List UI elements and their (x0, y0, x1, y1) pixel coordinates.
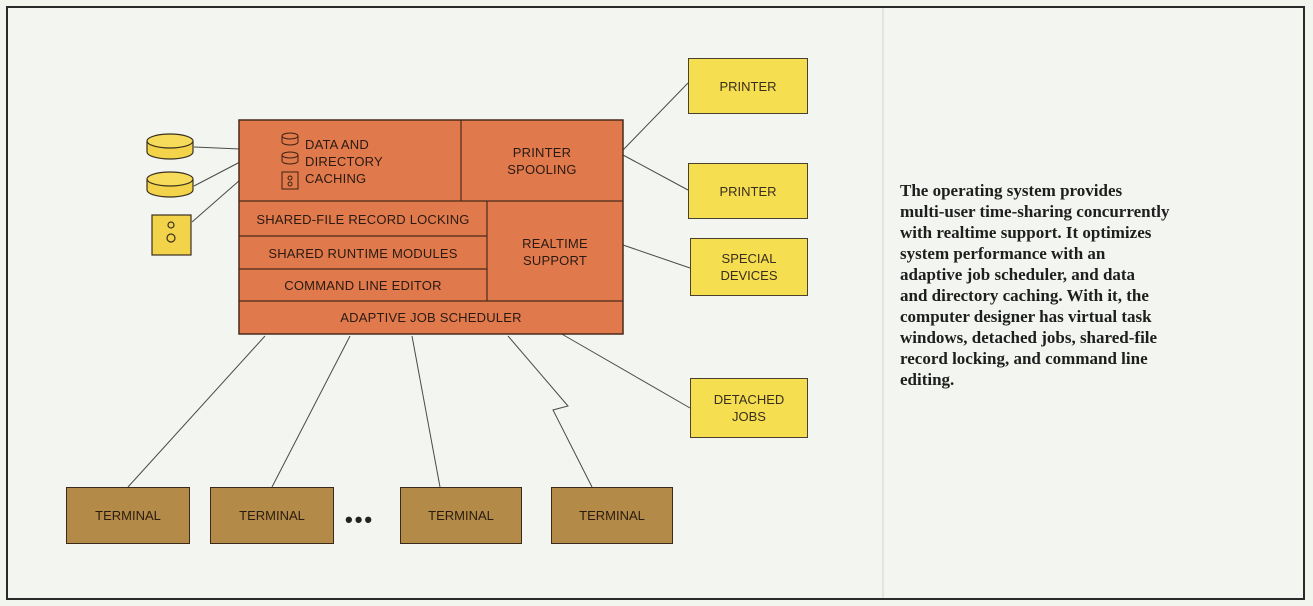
terminal-box: TERMINAL (400, 487, 522, 544)
cartridge-drive-icon (151, 214, 192, 256)
cache-disk-icon (281, 132, 299, 165)
terminal-box: TERMINAL (66, 487, 190, 544)
command-line-editor-label: COMMAND LINE EDITOR (284, 278, 442, 293)
shared-runtime-label: SHARED RUNTIME MODULES (268, 245, 458, 261)
terminal4-connector (507, 335, 593, 488)
disk-drive-icon (146, 171, 194, 198)
cartridge-connector (191, 179, 241, 223)
adaptive-scheduler-label: ADAPTIVE JOB SCHEDULER (340, 310, 522, 325)
printer2-connector (622, 154, 689, 191)
cache-cartridge-icon (281, 171, 299, 190)
os-block (238, 119, 624, 335)
printer-spooling-label: PRINTER SPOOLING (507, 145, 577, 177)
disk2-connector (193, 161, 241, 187)
shared-file-locking-label: SHARED-FILE RECORD LOCKING (256, 211, 470, 227)
realtime-support-label: REALTIME SUPPORT (522, 235, 588, 268)
detached-jobs-box: DETACHED JOBS (690, 378, 808, 438)
printer1-connector (622, 82, 689, 151)
special-devices-box: SPECIAL DEVICES (690, 238, 808, 296)
data-caching-label: DATA AND DIRECTORY CACHING (305, 136, 383, 186)
terminal2-connector (271, 335, 351, 488)
printer-box: PRINTER (688, 58, 808, 114)
printer-box: PRINTER (688, 163, 808, 219)
disk-drive-icon (146, 133, 194, 160)
terminal3-connector (411, 335, 441, 488)
terminal-box: TERMINAL (551, 487, 673, 544)
detached-jobs-connector (559, 332, 691, 409)
terminal-box: TERMINAL (210, 487, 334, 544)
os-block-background (238, 119, 624, 335)
special-devices-connector (622, 244, 691, 269)
ellipsis-dots: ••• (345, 507, 375, 532)
description-text: The operating system provides multi-user… (900, 181, 1170, 389)
connector-lines (127, 82, 691, 488)
disk1-connector (193, 146, 241, 150)
terminal1-connector (127, 335, 266, 488)
